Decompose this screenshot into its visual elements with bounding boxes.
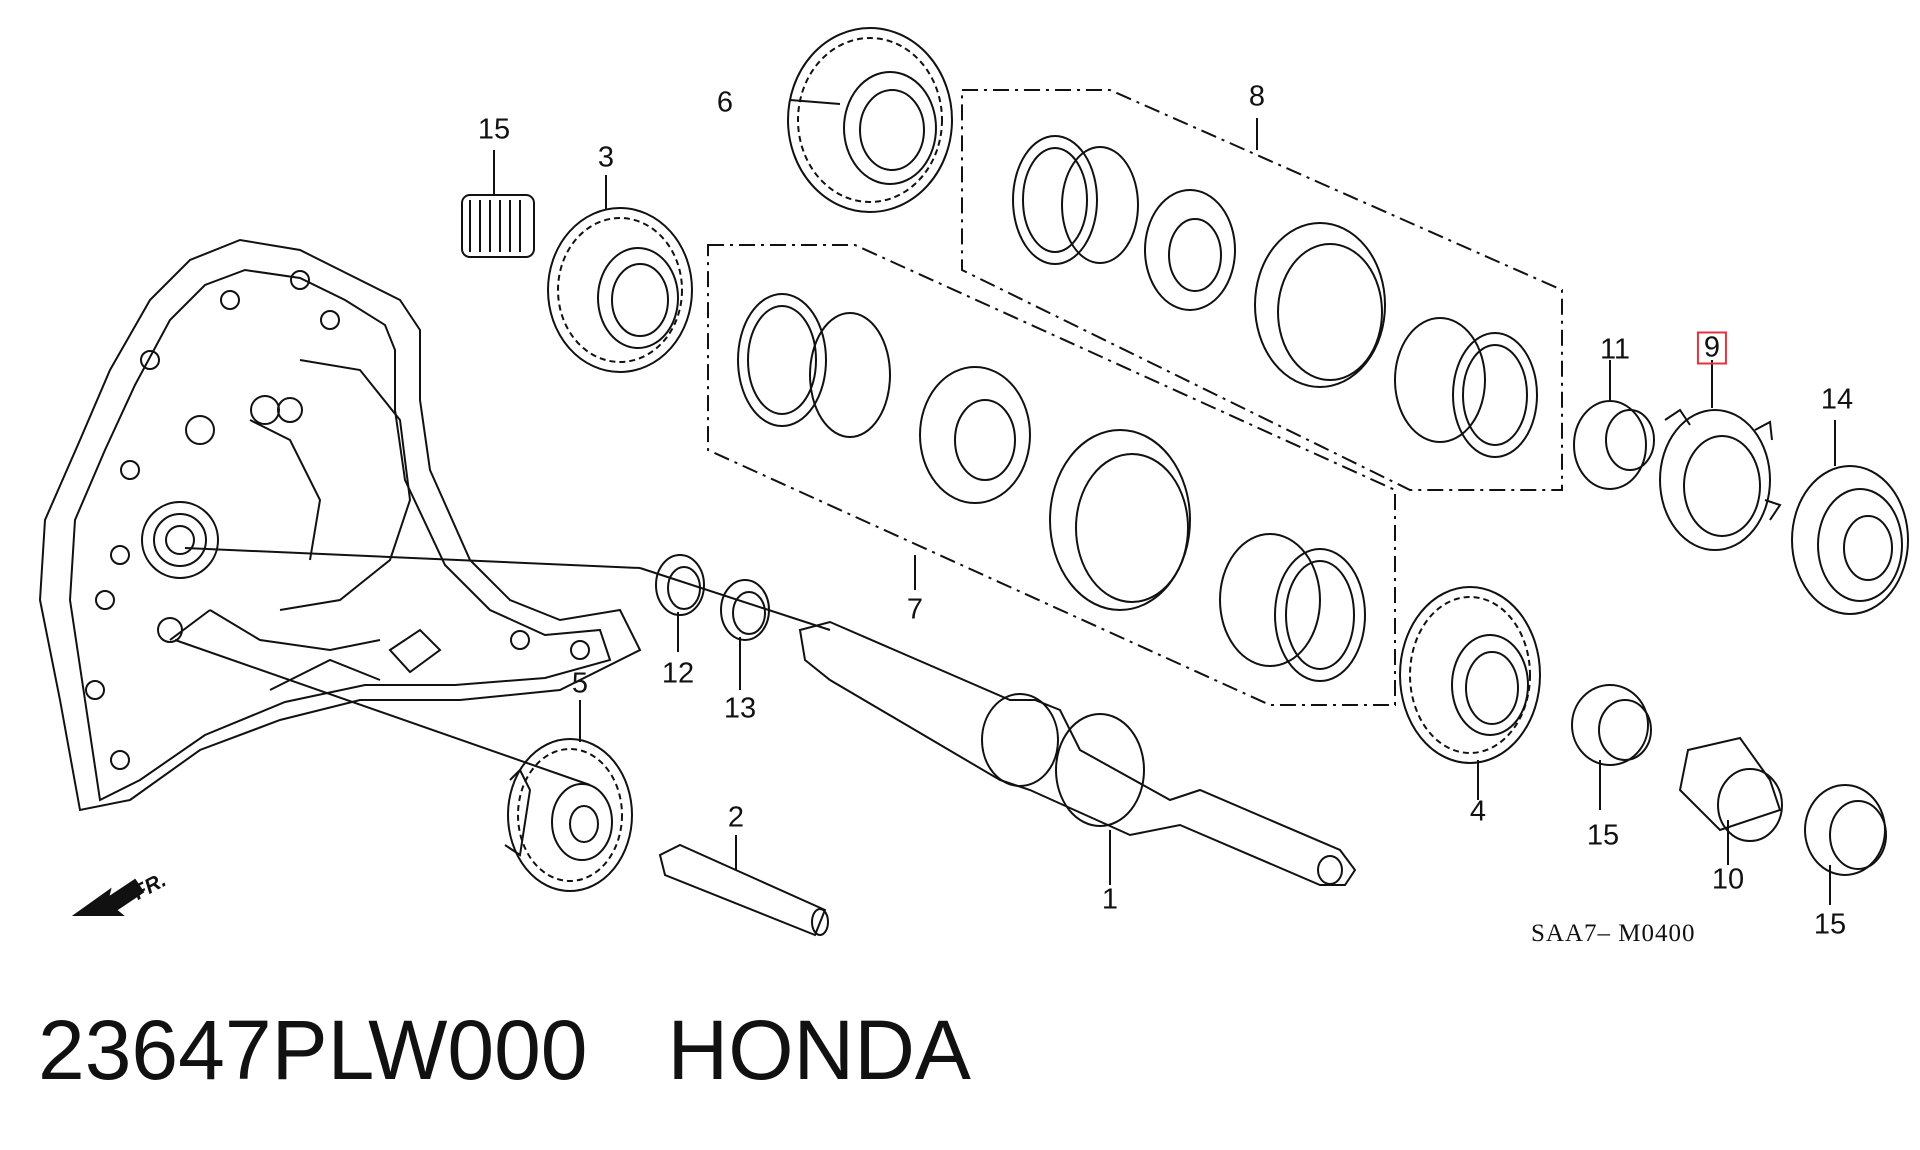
bearing-part-11: [1574, 360, 1654, 489]
front-direction-arrow: [75, 880, 143, 915]
assembly-box-7: [708, 245, 1395, 705]
shaft-part-2: [660, 835, 828, 935]
washer-part-13: [721, 580, 769, 690]
callout-label-13: 13: [723, 692, 757, 725]
callout-label-11: 11: [1599, 333, 1631, 366]
gear-part-3: [548, 175, 692, 372]
callout-label-3: 3: [597, 141, 615, 174]
washer-part-12: [656, 555, 704, 652]
callout-label-7: 7: [906, 593, 924, 626]
case-leader-lines: [175, 548, 830, 785]
callout-label-15b: 15: [1586, 819, 1620, 852]
ball-bearing-part-14: [1792, 420, 1908, 614]
callout-label-10: 10: [1711, 863, 1745, 896]
transmission-case: [40, 240, 640, 810]
callout-label-8: 8: [1248, 80, 1266, 113]
collar-part-10: [1680, 738, 1782, 865]
callout-label-6: 6: [716, 86, 734, 119]
part-number: 23647PLW000: [38, 1003, 588, 1097]
mainshaft-part-1: [800, 622, 1355, 885]
needle-bearing-15a: [462, 150, 534, 257]
callout-label-9: 9: [1696, 331, 1728, 365]
brand-name: HONDA: [667, 1003, 971, 1097]
callout-label-14: 14: [1820, 383, 1854, 416]
needle-bearing-15b: [1572, 685, 1651, 810]
gear-part-4: [1400, 587, 1540, 800]
callout-label-15c: 15: [1813, 908, 1847, 941]
callout-label-5: 5: [571, 667, 589, 700]
gear-part-6: [788, 28, 952, 212]
retainer-plate-part-9: [1660, 360, 1780, 550]
callout-label-1: 1: [1101, 883, 1119, 916]
callout-label-12: 12: [661, 657, 695, 690]
callout-label-15a: 15: [477, 113, 511, 146]
diagram-code: SAA7– M0400: [1531, 920, 1696, 947]
needle-bearing-15c: [1805, 785, 1886, 905]
assembly-box-8: [962, 90, 1562, 490]
gear-part-5: [505, 700, 632, 891]
callout-label-2: 2: [727, 801, 745, 834]
callout-label-4: 4: [1469, 795, 1487, 828]
